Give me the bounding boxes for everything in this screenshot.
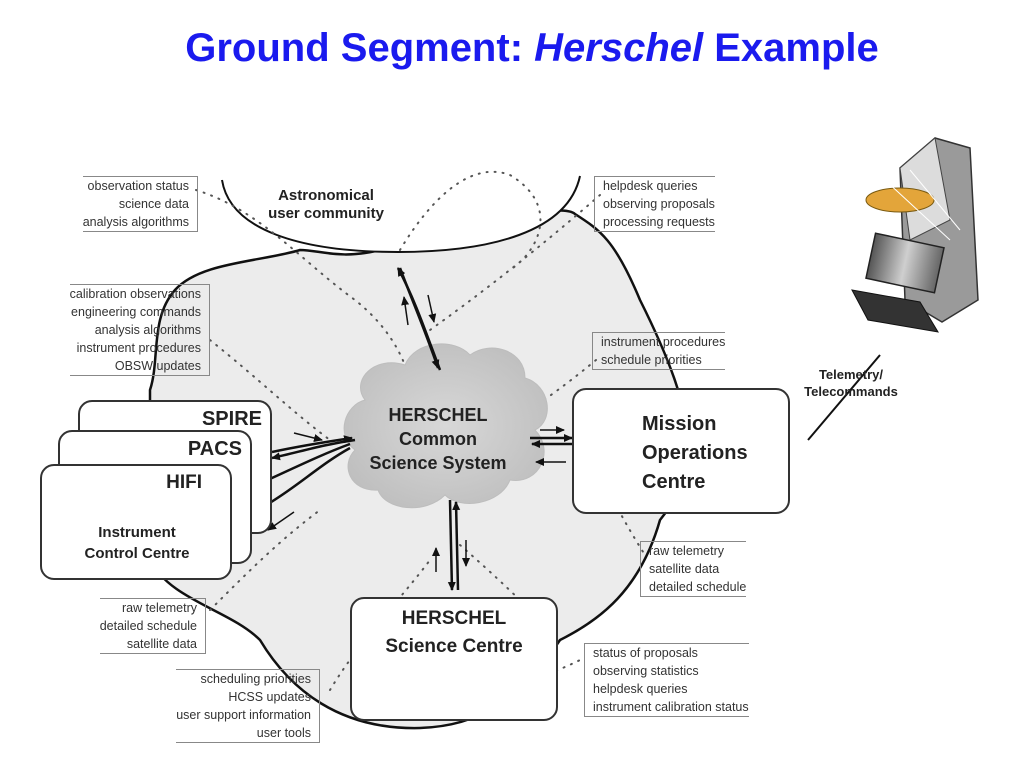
moc-label-line-3: Centre: [642, 471, 706, 493]
hcss-label-line-3: Science System: [369, 453, 507, 473]
note-item: OBSW updates: [114, 359, 201, 373]
note-item: analysis algorithms: [82, 215, 189, 229]
note-item: instrument calibration status: [593, 700, 749, 714]
hcss-label-line-2: Common: [399, 429, 477, 449]
moc-box: Mission Operations Centre: [572, 388, 790, 514]
note-icc-top: calibration observations engineering com…: [69, 284, 210, 376]
note-moc-top: instrument procedures schedule prioritie…: [592, 332, 726, 370]
note-item: analysis algorithms: [94, 323, 201, 337]
moc-label: Mission Operations Centre: [642, 410, 748, 497]
telemetry-label-line-1: Telemetry/: [818, 367, 884, 382]
spire-label: SPIRE: [201, 408, 262, 430]
icc-label-line-2: Control Centre: [84, 545, 190, 562]
hcss-cloud: [343, 343, 548, 509]
note-item: raw telemetry: [121, 601, 197, 615]
pacs-label: PACS: [187, 438, 242, 460]
herschel-satellite-image: [851, 137, 979, 333]
community-label-line-1: Astronomical: [278, 187, 374, 204]
hsc-label: HERSCHEL Science Centre: [364, 605, 544, 661]
note-hsc-right: status of proposals observing statistics…: [584, 643, 749, 717]
note-item: user tools: [256, 726, 311, 740]
note-item: HCSS updates: [228, 690, 311, 704]
note-item: satellite data: [126, 637, 197, 651]
note-item: user support information: [176, 708, 311, 722]
note-hsc-left: scheduling priorities HCSS updates user …: [176, 669, 320, 743]
note-item: observing proposals: [603, 197, 715, 211]
note-item: schedule priorities: [601, 353, 702, 367]
note-item: raw telemetry: [649, 544, 725, 558]
hsc-label-line-2: Science Centre: [385, 636, 523, 657]
telemetry-label: Telemetry/ Telecommands: [788, 366, 914, 400]
note-item: satellite data: [649, 562, 720, 576]
telemetry-label-line-2: Telecommands: [804, 384, 898, 399]
note-item: detailed schedule: [649, 580, 747, 594]
note-item: calibration observations: [69, 287, 201, 301]
note-community-left: observation status science data analysis…: [82, 176, 198, 232]
note-moc-bottom: raw telemetry satellite data detailed sc…: [640, 541, 747, 597]
note-item: engineering commands: [71, 305, 201, 319]
note-item: status of proposals: [593, 646, 698, 660]
note-item: observing statistics: [593, 664, 699, 678]
community-label-line-2: user community: [268, 205, 384, 222]
note-community-right: helpdesk queries observing proposals pro…: [594, 176, 715, 232]
hifi-icc-box: HIFI Instrument Control Centre: [40, 464, 232, 580]
note-item: observation status: [87, 179, 189, 193]
title-part-1: Ground Segment:: [185, 26, 535, 70]
note-item: helpdesk queries: [593, 682, 688, 696]
hcss-label: HERSCHEL Common Science System: [345, 403, 531, 475]
note-item: science data: [118, 197, 189, 211]
note-item: instrument procedures: [76, 341, 201, 355]
note-item: instrument procedures: [601, 335, 726, 349]
icc-label: Instrument Control Centre: [62, 522, 212, 564]
title-part-3: Example: [703, 26, 879, 70]
note-item: detailed schedule: [99, 619, 197, 633]
note-icc-bottom: raw telemetry detailed schedule satellit…: [99, 598, 206, 654]
community-label: Astronomical user community: [262, 187, 390, 223]
note-item: helpdesk queries: [603, 179, 698, 193]
moc-label-line-2: Operations: [642, 442, 748, 464]
note-item: scheduling priorities: [200, 672, 311, 686]
hcss-label-line-1: HERSCHEL: [388, 405, 488, 425]
title-part-2: Herschel: [534, 26, 704, 70]
hsc-box: HERSCHEL Science Centre: [350, 597, 558, 721]
icc-label-line-1: Instrument: [98, 524, 176, 541]
moc-label-line-1: Mission: [642, 413, 717, 435]
hsc-label-line-1: HERSCHEL: [401, 608, 507, 629]
page-title: Ground Segment: Herschel Example: [0, 26, 1024, 71]
note-item: processing requests: [603, 215, 715, 229]
community-arc: [221, 175, 581, 254]
hifi-label: HIFI: [166, 472, 202, 493]
